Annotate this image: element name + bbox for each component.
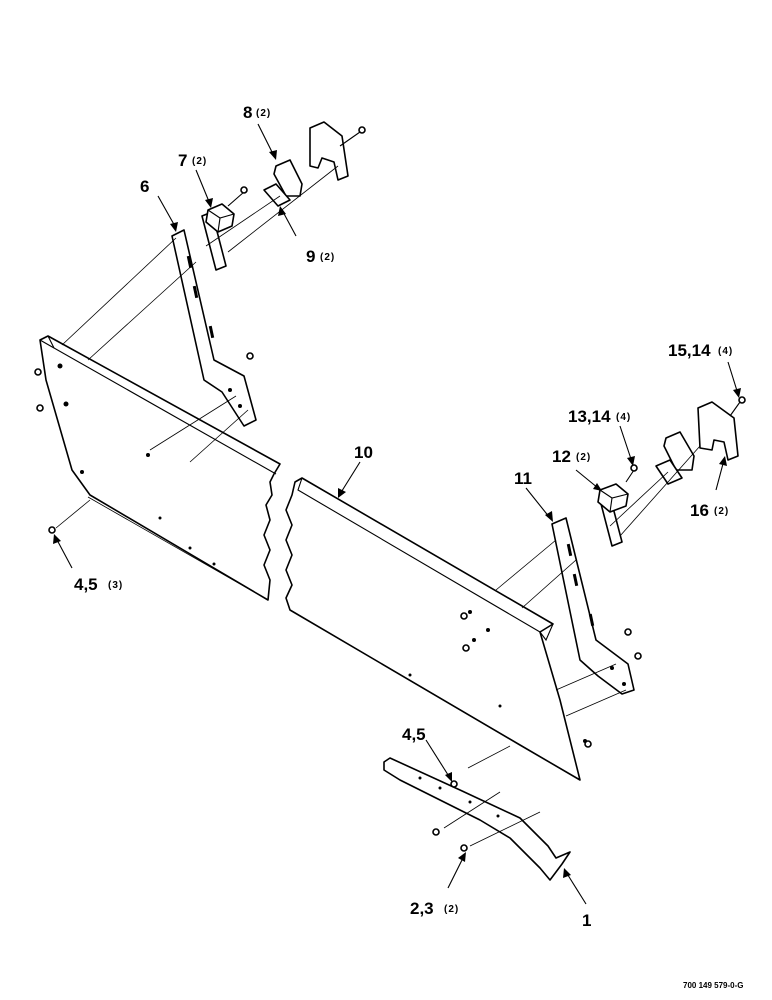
left-bracket [171, 211, 257, 427]
callout-12: 12 (2) [552, 447, 591, 466]
callout-8: 8 (2) [243, 103, 271, 122]
svg-text:(2): (2) [714, 506, 729, 517]
svg-text:2,3: 2,3 [410, 899, 434, 918]
svg-text:(2): (2) [444, 904, 459, 915]
svg-text:12: 12 [552, 447, 571, 466]
svg-text:(2): (2) [256, 108, 271, 119]
callout-10: 10 [354, 443, 373, 462]
hardware [34, 352, 642, 852]
mount-bracket-top [309, 121, 366, 181]
svg-text:(2): (2) [576, 452, 591, 463]
callout-2-3: 2,3 (2) [410, 899, 459, 918]
callout-9: 9 (2) [306, 247, 335, 266]
svg-text:15,14: 15,14 [668, 341, 711, 360]
alignment-lines [55, 165, 701, 847]
svg-text:8: 8 [243, 103, 252, 122]
svg-text:10: 10 [354, 443, 373, 462]
bolt-7 [227, 186, 248, 207]
svg-text:4,5: 4,5 [402, 725, 426, 744]
leader-arrows [53, 123, 741, 905]
svg-text:(2): (2) [320, 252, 335, 263]
bolt-13 [625, 464, 638, 483]
svg-text:11: 11 [514, 469, 532, 488]
right-bracket [551, 495, 635, 695]
svg-text:(4): (4) [616, 412, 631, 423]
callout-11: 11 [514, 469, 532, 488]
svg-text:7: 7 [178, 151, 187, 170]
svg-text:13,14: 13,14 [568, 407, 611, 426]
wear-block-12 [597, 483, 629, 513]
mount-bracket-16 [697, 396, 746, 461]
callout-4-5-qty3: 4,5 (3) [74, 575, 123, 594]
svg-text:9: 9 [306, 247, 315, 266]
plate-right-b [655, 459, 683, 485]
callout-6: 6 [140, 177, 149, 196]
wear-block-7 [205, 203, 235, 233]
drawing-number: 700 149 579-0-G [683, 981, 744, 990]
callout-16: 16 (2) [690, 501, 729, 520]
callout-15-14: 15,14 (4) [668, 341, 733, 360]
plate-right-a [663, 431, 695, 471]
svg-text:1: 1 [582, 911, 591, 930]
svg-text:6: 6 [140, 177, 149, 196]
callout-13-14: 13,14 (4) [568, 407, 631, 426]
callout-4-5: 4,5 [402, 725, 426, 744]
svg-text:(3): (3) [108, 580, 123, 591]
left-shield-panel [39, 335, 281, 601]
deflector-1 [383, 757, 571, 881]
svg-text:(4): (4) [718, 346, 733, 357]
right-shield-panel [285, 477, 587, 781]
callout-1: 1 [582, 911, 591, 930]
callout-7: 7 (2) [178, 151, 207, 170]
svg-text:(2): (2) [192, 156, 207, 167]
svg-text:4,5: 4,5 [74, 575, 98, 594]
svg-text:16: 16 [690, 501, 709, 520]
